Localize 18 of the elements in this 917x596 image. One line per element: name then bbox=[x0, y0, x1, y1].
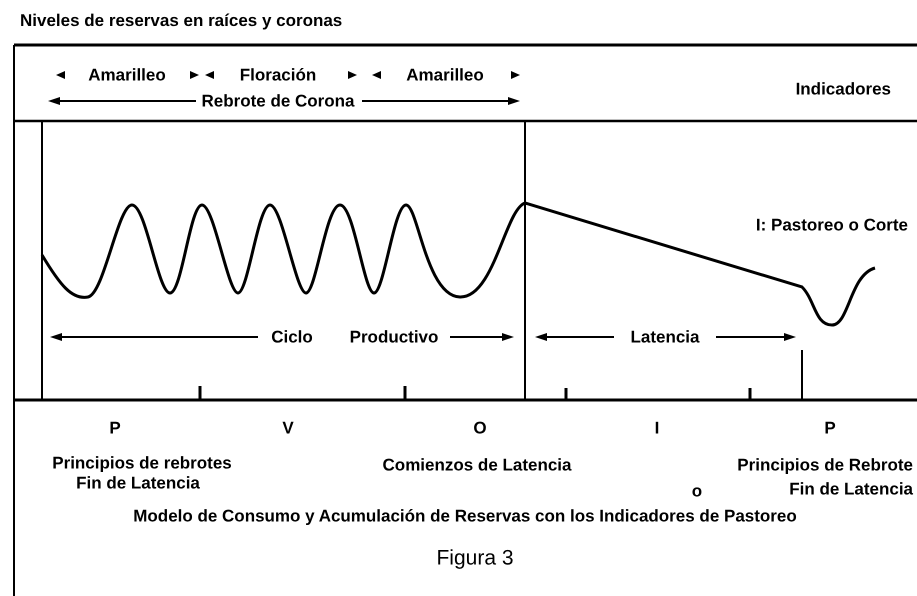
diagram-title: Niveles de reservas en raíces y coronas bbox=[20, 10, 342, 32]
stage-note: Principios de Rebrote bbox=[735, 456, 915, 474]
model-note: Modelo de Consumo y Acumulación de Reservas con los Indicadores de Pastoreo bbox=[131, 508, 799, 524]
season-letter: V bbox=[280, 420, 296, 436]
figure-caption: Figura 3 bbox=[436, 548, 514, 568]
season-letter: I bbox=[652, 420, 662, 436]
period-label: Ciclo bbox=[269, 328, 315, 346]
stage-note: Fin de Latencia bbox=[74, 474, 202, 492]
stage-note: Principios de rebrotes bbox=[50, 454, 234, 472]
period-label: Latencia bbox=[628, 328, 702, 346]
phase-label: Floración bbox=[238, 66, 318, 84]
phase-label: Amarilleo bbox=[86, 66, 168, 84]
stage-note: Fin de Latencia bbox=[787, 480, 915, 498]
stage-note: Comienzos de Latencia bbox=[380, 456, 574, 474]
season-letter: O bbox=[471, 420, 489, 436]
column-heading: Indicadores bbox=[794, 80, 893, 98]
period-label: Productivo bbox=[348, 328, 440, 346]
phase-label: Amarilleo bbox=[404, 66, 486, 84]
